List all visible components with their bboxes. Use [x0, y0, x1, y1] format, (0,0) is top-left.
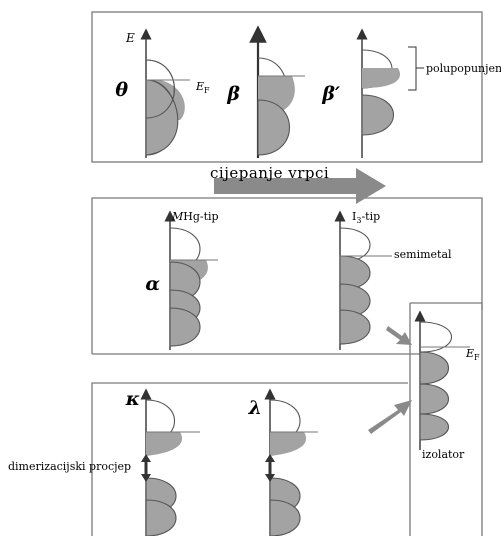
band-splitting-label: cijepanje vrpci — [210, 164, 329, 182]
arrow-dimer-to-insulator — [368, 400, 412, 434]
band-splitting-arrow — [214, 168, 386, 204]
energy-axis-label: E — [125, 31, 135, 45]
half-filled-label: polupopunjene — [426, 62, 501, 75]
beta-prime-half-band — [362, 68, 401, 88]
beta-prime-symbol: β′ — [321, 83, 340, 105]
dimerization-gap-label: dimerizacijski procjep — [8, 460, 131, 473]
beta-lower-band — [257, 99, 291, 156]
i3-band-4 — [339, 309, 371, 345]
semimetal-label: semimetal — [394, 248, 452, 261]
fermi-level-label-insulator: EF — [465, 347, 480, 362]
kappa-gap-heads — [141, 454, 151, 482]
alpha-band-4 — [169, 307, 201, 347]
middle-panel-frame — [91, 197, 483, 355]
theta-occupied-band — [145, 79, 179, 156]
insulator-band-2 — [419, 383, 449, 415]
beta-prime-full-band — [361, 94, 395, 136]
i3-type-label: I3-tip — [352, 210, 380, 225]
theta-symbol: θ — [115, 79, 128, 101]
kappa-upper-fill — [146, 432, 183, 456]
alpha-symbol: α — [145, 273, 160, 295]
kappa-symbol: κ — [125, 388, 140, 410]
bottom-panel-frame — [91, 382, 408, 536]
lambda-upper-fill — [270, 432, 307, 456]
lambda-gap-heads — [265, 454, 275, 482]
insulator-band-1 — [419, 351, 449, 385]
half-filled-bracket — [408, 46, 417, 91]
lambda-symbol: λ — [248, 397, 262, 419]
fermi-level-label-top: EF — [195, 80, 210, 95]
mhg-type-label: MHg-tip — [171, 210, 219, 223]
insulator-label: izolator — [422, 448, 465, 461]
arrow-semimetal-to-insulator — [386, 326, 412, 345]
insulator-band-3 — [419, 413, 449, 441]
top-panel-frame — [91, 11, 483, 163]
theta-upper-band-outline — [145, 59, 175, 119]
beta-symbol: β — [226, 83, 240, 105]
insulator-empty-band — [419, 321, 452, 353]
